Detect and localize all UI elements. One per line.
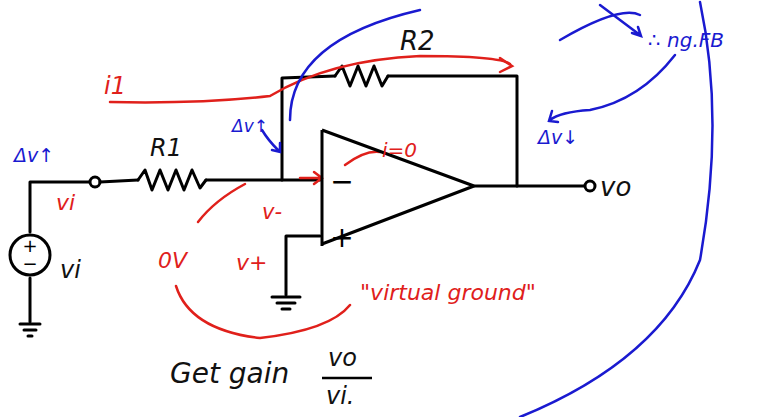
- arrowhead: [500, 58, 512, 72]
- leader-line: [290, 10, 420, 120]
- signal-name: vi: [56, 192, 75, 214]
- signal-name: vi: [60, 258, 81, 282]
- leader-line: [345, 152, 380, 165]
- note: "virtual ground": [360, 282, 536, 304]
- current-note: i=0: [382, 140, 417, 160]
- current-arrow: [300, 172, 322, 184]
- fraction-bar: [322, 377, 372, 380]
- pin-sign: +: [22, 237, 37, 255]
- signal-name: vo: [600, 174, 631, 200]
- wire: [30, 182, 90, 232]
- signal-name: vi.: [326, 384, 355, 408]
- node-name: v-: [262, 202, 282, 223]
- terminal: [585, 181, 595, 191]
- pin-sign: −: [330, 168, 353, 196]
- leader-line: [600, 5, 641, 36]
- ground-symbol: [20, 324, 40, 336]
- part-name: R2: [400, 28, 435, 54]
- voltage-source: +−: [8, 233, 52, 277]
- signal-name: vo: [328, 346, 357, 370]
- delta-label: Δv↑: [232, 118, 268, 135]
- leader-line: [176, 286, 350, 338]
- note: ∴ ng.FB: [648, 30, 724, 50]
- wire: [475, 185, 585, 188]
- wire: [286, 236, 320, 295]
- delta-label: Δv↓: [538, 128, 578, 147]
- ground-symbol: [272, 297, 300, 309]
- leader-line: [549, 55, 675, 122]
- resistor-symbol: [138, 170, 206, 190]
- bracket-curve: [520, 2, 713, 417]
- leader-line: [198, 184, 245, 222]
- note: Get gain: [170, 360, 289, 388]
- current-name: i1: [104, 74, 126, 98]
- pin-sign: +: [330, 224, 353, 252]
- delta-label: Δv↑: [14, 146, 54, 165]
- wire: [282, 76, 335, 180]
- current-arrow: [110, 56, 510, 102]
- wire: [388, 76, 517, 186]
- part-name: R1: [150, 136, 182, 160]
- pin-sign: −: [22, 255, 37, 273]
- wire: [29, 278, 32, 322]
- wire: [100, 180, 138, 182]
- node-name: v+: [236, 252, 267, 274]
- resistor-symbol: [335, 66, 388, 86]
- voltage-note: 0V: [158, 250, 187, 272]
